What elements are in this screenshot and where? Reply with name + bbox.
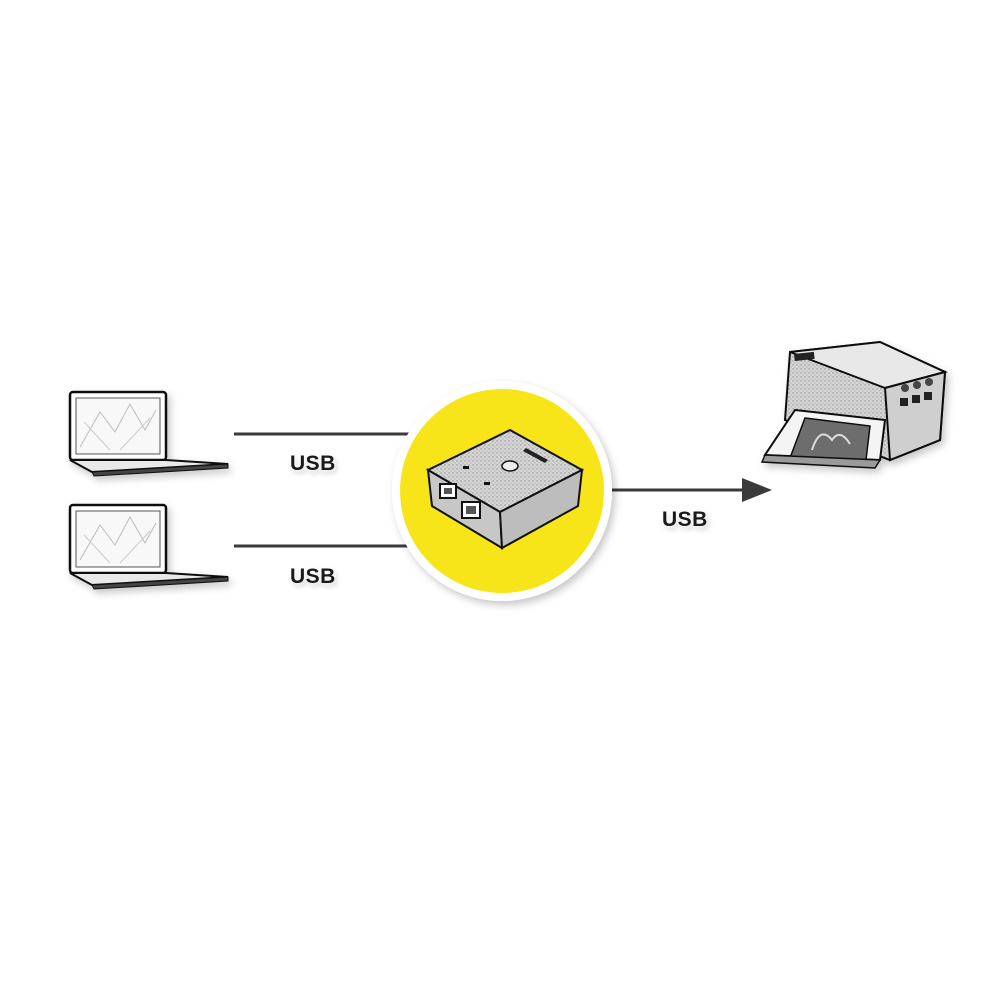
printer-icon	[760, 340, 948, 469]
connection-lines	[234, 432, 772, 548]
laptop-icon	[68, 503, 229, 590]
arrow-head	[742, 478, 772, 502]
laptop-icon	[68, 390, 229, 477]
connection-label-printer: USB	[662, 508, 708, 531]
usb-switch-icon	[425, 428, 585, 550]
connection-label-laptop-1: USB	[290, 452, 336, 475]
connection-label-laptop-2: USB	[290, 565, 336, 588]
